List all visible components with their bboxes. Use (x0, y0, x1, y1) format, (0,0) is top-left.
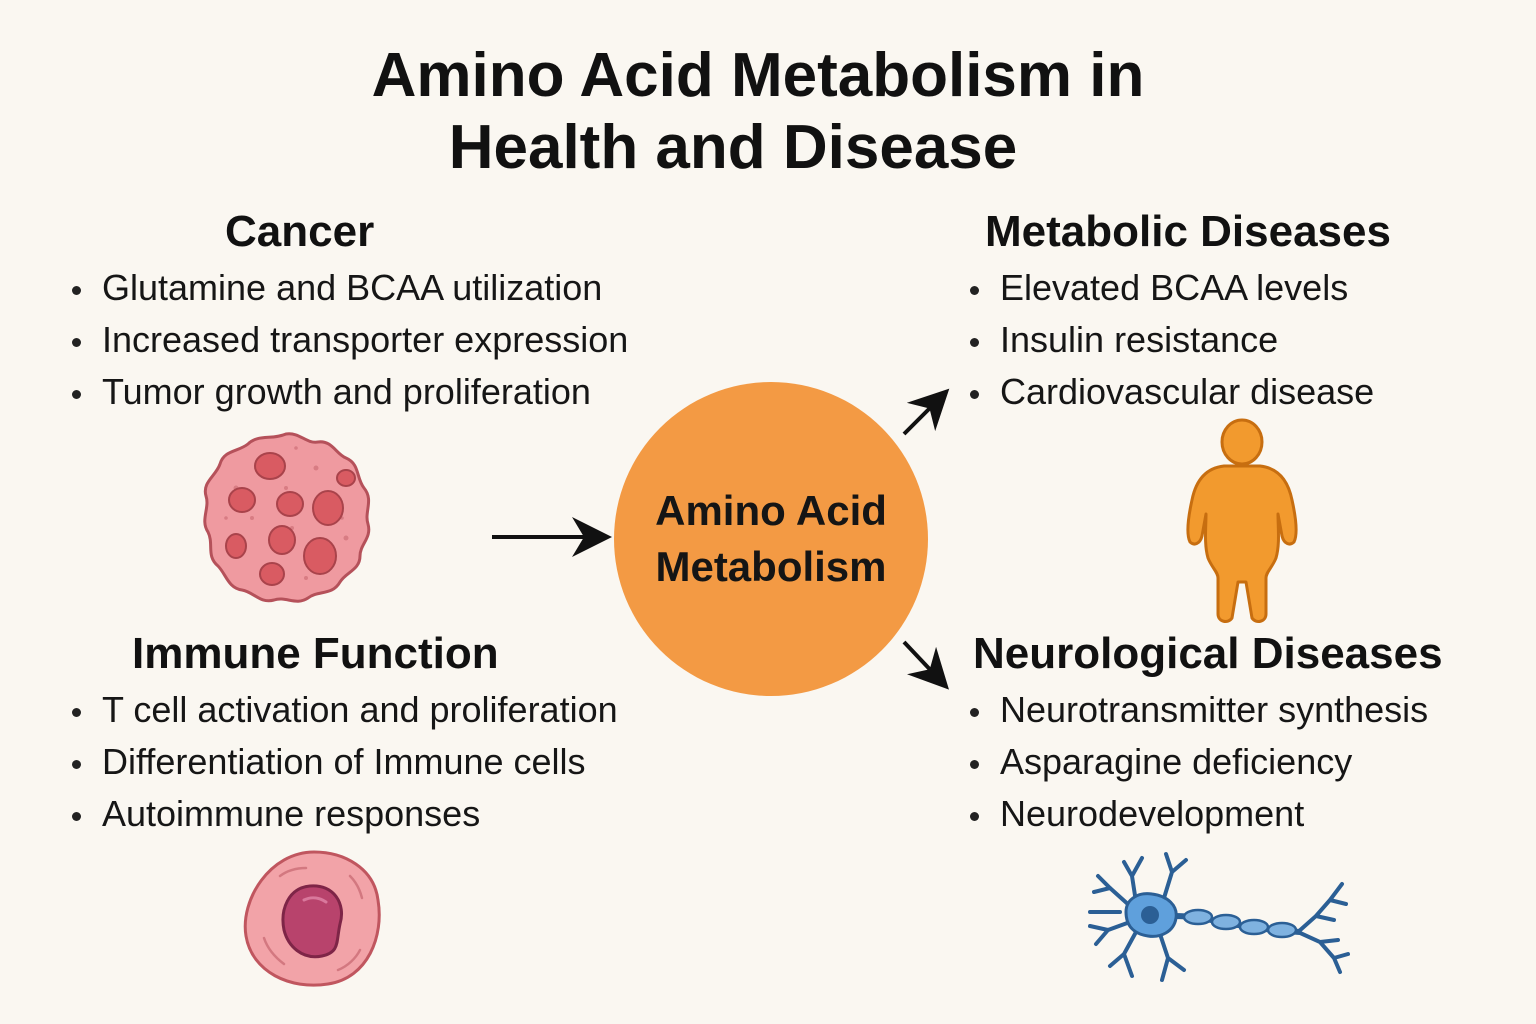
immune-cell-icon (243, 850, 381, 987)
metabolic-heading: Metabolic Diseases (985, 207, 1391, 256)
neuro-section: Neurological Diseases Neurotransmitter s… (968, 628, 1443, 840)
neuron-icon (1088, 852, 1350, 982)
cancer-cell-icon (203, 432, 371, 603)
metabolic-section: Metabolic Diseases Elevated BCAA levels … (968, 206, 1391, 418)
list-item: Asparagine deficiency (968, 736, 1443, 788)
arrow-center-to-neuro (902, 640, 949, 690)
list-item: Tumor growth and proliferation (70, 366, 628, 418)
center-label-line1: Amino Acid (655, 487, 887, 534)
cancer-list: Glutamine and BCAA utilization Increased… (70, 262, 628, 418)
list-item: Cardiovascular disease (968, 366, 1391, 418)
list-item: Differentiation of Immune cells (70, 736, 618, 788)
list-item: Increased transporter expression (70, 314, 628, 366)
obese-person-icon (1186, 418, 1298, 623)
list-item: Neurodevelopment (968, 788, 1443, 840)
list-item: Neurotransmitter synthesis (968, 684, 1443, 736)
list-item: Insulin resistance (968, 314, 1391, 366)
cancer-section: Cancer Glutamine and BCAA utilization In… (70, 206, 628, 418)
neuro-list: Neurotransmitter synthesis Asparagine de… (968, 684, 1443, 840)
list-item: Elevated BCAA levels (968, 262, 1391, 314)
immune-section: Immune Function T cell activation and pr… (70, 628, 618, 840)
arrow-center-to-metabolic (902, 388, 950, 436)
center-label-line2: Metabolism (655, 543, 887, 590)
neuro-heading: Neurological Diseases (973, 629, 1443, 678)
immune-heading: Immune Function (132, 629, 499, 678)
list-item: T cell activation and proliferation (70, 684, 618, 736)
immune-list: T cell activation and proliferation Diff… (70, 684, 618, 840)
cancer-heading: Cancer (225, 207, 375, 256)
center-node: Amino Acid Metabolism (614, 382, 928, 696)
list-item: Glutamine and BCAA utilization (70, 262, 628, 314)
list-item: Autoimmune responses (70, 788, 618, 840)
metabolic-list: Elevated BCAA levels Insulin resistance … (968, 262, 1391, 418)
